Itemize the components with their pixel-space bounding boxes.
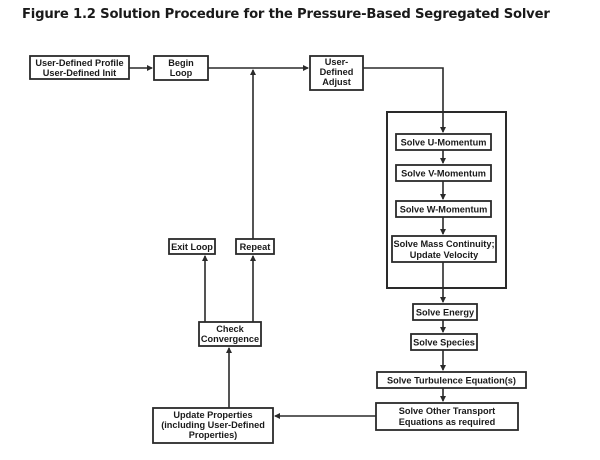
node-solve-energy: Solve Energy [412, 303, 478, 321]
node-label: Solve Other Transport [399, 406, 496, 416]
node-label: Solve Species [413, 338, 475, 348]
node-label: Equations as required [399, 417, 496, 427]
node-label: User- [325, 57, 349, 67]
node-label: Solve W-Momentum [400, 205, 488, 215]
node-begin-loop: Begin Loop [153, 55, 209, 81]
node-solve-turbulence: Solve Turbulence Equation(s) [376, 371, 527, 389]
node-solve-other-transport: Solve Other Transport Equations as requi… [375, 402, 519, 431]
node-solve-u-momentum: Solve U-Momentum [395, 133, 492, 151]
node-label: Solve Turbulence Equation(s) [387, 376, 516, 386]
node-solve-v-momentum: Solve V-Momentum [395, 164, 492, 182]
figure-title: Figure 1.2 Solution Procedure for the Pr… [22, 7, 550, 22]
node-label: Defined [320, 67, 354, 77]
node-label: Update Velocity [410, 250, 479, 260]
node-label: Properties) [189, 430, 238, 440]
node-label: Solve U-Momentum [401, 138, 487, 148]
node-label: Solve V-Momentum [401, 169, 486, 179]
node-label: Check [216, 324, 244, 334]
node-label: Loop [170, 68, 193, 78]
node-update-properties: Update Properties (including User-Define… [152, 407, 274, 444]
node-user-defined-adjust: User- Defined Adjust [309, 55, 364, 91]
node-solve-mass-continuity: Solve Mass Continuity; Update Velocity [391, 235, 497, 263]
node-label: Exit Loop [171, 242, 213, 252]
node-label: Update Properties [173, 410, 252, 420]
node-label: Adjust [322, 77, 351, 87]
node-label: Solve Energy [416, 308, 475, 318]
node-user-defined-profile: User-Defined Profile User-Defined Init [29, 55, 130, 80]
node-solve-w-momentum: Solve W-Momentum [395, 200, 492, 218]
node-solve-species: Solve Species [410, 333, 478, 351]
node-label: Repeat [240, 242, 271, 252]
node-label: (including User-Defined [161, 420, 265, 430]
node-label: User-Defined Init [43, 68, 117, 78]
node-repeat: Repeat [235, 238, 275, 255]
node-label: Convergence [201, 334, 259, 344]
node-label: User-Defined Profile [35, 58, 123, 68]
momentum-group-box [386, 111, 507, 289]
node-label: Solve Mass Continuity; [393, 239, 494, 249]
node-exit-loop: Exit Loop [168, 238, 216, 255]
node-label: Begin [168, 58, 194, 68]
node-check-convergence: Check Convergence [198, 321, 262, 347]
edge-adjust-to-u-momentum [363, 67, 446, 133]
